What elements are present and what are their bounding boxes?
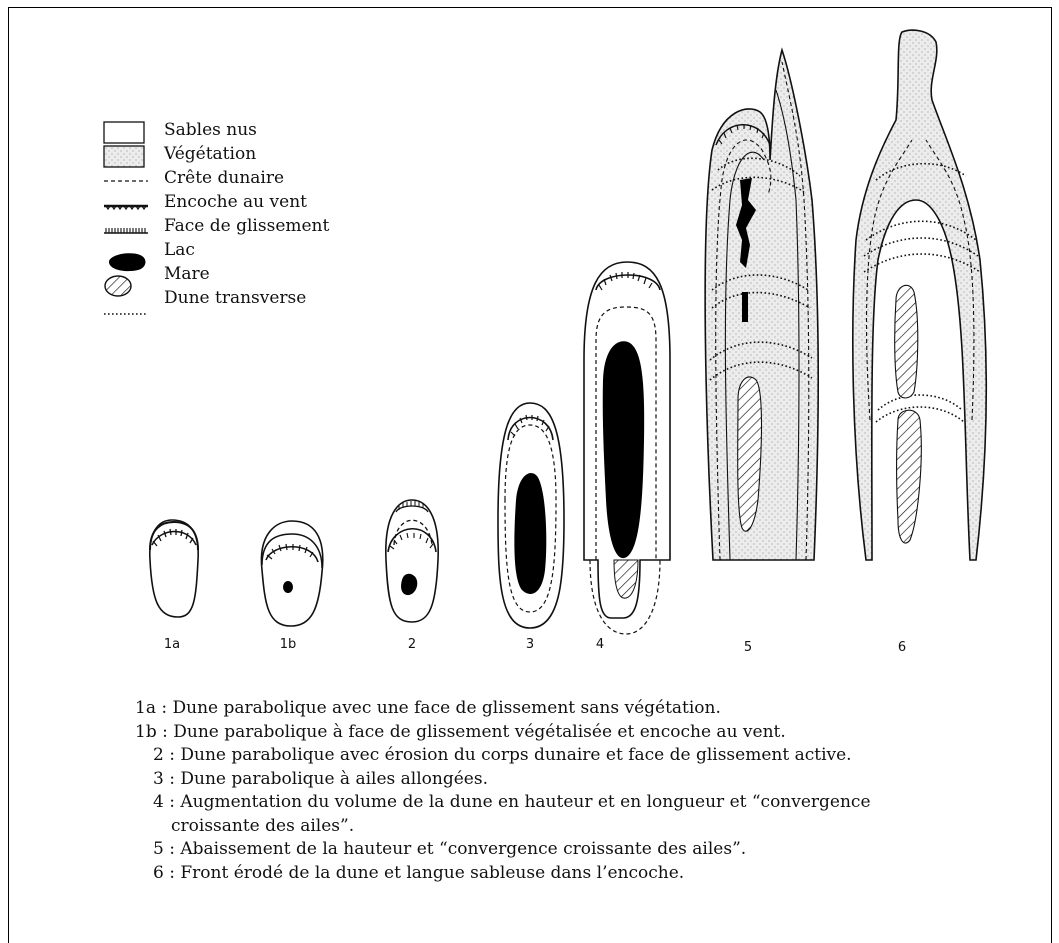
legend-face-de-glissement-symbol: [104, 228, 148, 233]
caption-4-continued: croissante des ailes”.: [171, 815, 889, 839]
legend-label: Sables nus: [164, 119, 257, 141]
caption-number: 1b: [135, 722, 157, 742]
dune-stage-2: [386, 500, 438, 622]
caption-number: 3: [153, 769, 164, 789]
legend-label: Crête dunaire: [164, 167, 284, 189]
dune-stage-3: [498, 403, 564, 628]
stage-label-5: 5: [728, 640, 768, 655]
legend-sables-nus-swatch: [104, 122, 144, 143]
caption-number: 1a: [135, 698, 156, 718]
caption-text: Dune parabolique à face de glissement vé…: [173, 722, 786, 742]
dune-stage-4: [584, 262, 670, 634]
legend-label: Dune transverse: [164, 287, 306, 309]
caption-number: 5: [153, 839, 164, 859]
stage-label-1b: 1b: [268, 637, 308, 652]
caption-number: 6: [153, 863, 164, 883]
caption-6: 6 : Front érodé de la dune et langue sab…: [153, 862, 871, 886]
legend-label: Mare: [164, 263, 210, 285]
caption-number: 2: [153, 745, 164, 765]
legend-mare-symbol: [105, 276, 131, 296]
legend-lac-symbol: [109, 253, 146, 271]
legend-symbols: [104, 122, 148, 314]
caption-3: 3 : Dune parabolique à ailes allongées.: [153, 768, 871, 792]
dune-stage-1b: [261, 521, 322, 626]
legend-label: Face de glissement: [164, 215, 329, 237]
stage-label-3: 3: [510, 637, 550, 652]
caption-text: Augmentation du volume de la dune en hau…: [180, 792, 870, 812]
stage-label-1a: 1a: [152, 637, 192, 652]
caption-text: Front érodé de la dune et langue sableus…: [180, 863, 684, 883]
caption-4: 4 : Augmentation du volume de la dune en…: [153, 791, 871, 815]
caption-number: 4: [153, 792, 164, 812]
captions: 1a : Dune parabolique avec une face de g…: [148, 697, 866, 885]
caption-text: Abaissement de la hauteur et “convergenc…: [180, 839, 746, 859]
stage-label-6: 6: [882, 640, 922, 655]
legend-label: Encoche au vent: [164, 191, 307, 213]
stage-label-4: 4: [580, 637, 620, 652]
legend-encoche-au-vent-symbol: [104, 206, 148, 209]
caption-text: Dune parabolique avec érosion du corps d…: [180, 745, 851, 765]
caption-2: 2 : Dune parabolique avec érosion du cor…: [153, 744, 871, 768]
dune-stage-1a: [150, 520, 198, 617]
stage-label-2: 2: [392, 637, 432, 652]
caption-1b: 1b : Dune parabolique à face de glisseme…: [135, 721, 853, 745]
caption-text: Dune parabolique avec une face de glisse…: [173, 698, 721, 718]
caption-1a: 1a : Dune parabolique avec une face de g…: [135, 697, 853, 721]
caption-text: Dune parabolique à ailes allongées.: [180, 769, 488, 789]
legend-vegetation-swatch: [104, 146, 144, 167]
caption-5: 5 : Abaissement de la hauteur et “conver…: [153, 838, 871, 862]
legend-label: Végétation: [164, 143, 256, 165]
dune-stage-5: [705, 50, 818, 560]
dune-stage-6: [853, 30, 986, 560]
caption-text: croissante des ailes”.: [171, 816, 354, 836]
legend-label: Lac: [164, 239, 195, 261]
